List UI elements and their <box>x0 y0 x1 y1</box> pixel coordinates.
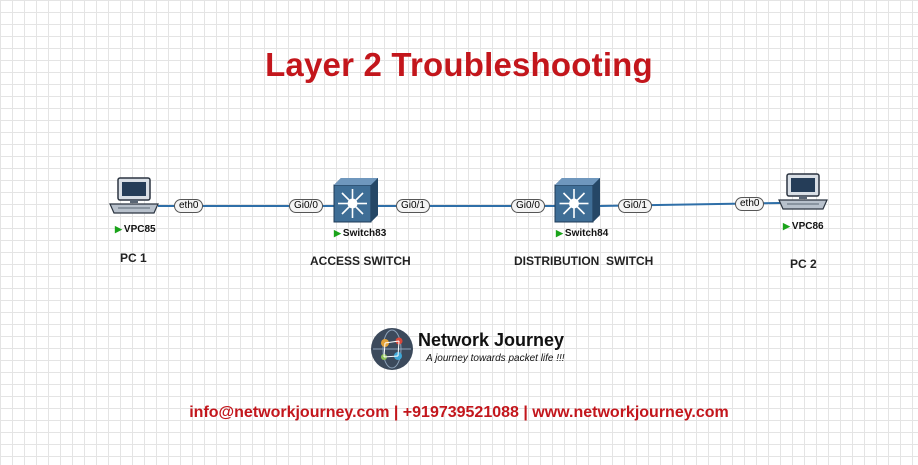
pc2-tag-text: VPC86 <box>791 221 824 232</box>
access-switch-tag: ▶Switch83 <box>334 228 386 239</box>
port-pc1-eth0: eth0 <box>174 199 204 213</box>
access-switch-tag-text: Switch83 <box>342 228 387 239</box>
pc1-tag: ▶VPC85 <box>115 224 156 235</box>
pc2-tag: ▶VPC86 <box>783 221 824 232</box>
globe-graphic <box>372 329 412 369</box>
port-pc2-eth0: eth0 <box>735 197 765 211</box>
distribution-switch-tag-text: Switch84 <box>564 228 609 239</box>
distribution-switch-icon[interactable] <box>554 178 600 223</box>
pc1-tag-text: VPC85 <box>123 224 156 235</box>
port-access-gi01: Gi0/1 <box>396 199 430 213</box>
access-switch-label: ACCESS SWITCH <box>310 254 411 268</box>
brand-logo: Network Journey A journey towards packet… <box>371 326 601 374</box>
pc1-label: PC 1 <box>120 251 147 265</box>
status-running-icon: ▶ <box>556 228 563 238</box>
distribution-switch-tag: ▶Switch84 <box>556 228 608 239</box>
brand-name: Network Journey <box>418 330 565 350</box>
pc1-icon[interactable] <box>109 177 159 214</box>
globe-icon <box>371 328 413 370</box>
contact-line[interactable]: info@networkjourney.com | +919739521088 … <box>189 404 729 421</box>
distribution-switch-label: DISTRIBUTION SWITCH <box>514 254 654 268</box>
port-access-gi00: Gi0/0 <box>289 199 323 213</box>
access-switch-icon[interactable] <box>333 178 378 223</box>
diagram-title: Layer 2 Troubleshooting <box>265 46 653 83</box>
port-distribution-gi00: Gi0/0 <box>511 199 545 213</box>
status-running-icon: ▶ <box>334 228 341 238</box>
pc2-label: PC 2 <box>790 257 817 271</box>
status-running-icon: ▶ <box>783 221 790 231</box>
brand-tagline: A journey towards packet life !!! <box>426 353 565 364</box>
port-distribution-gi01: Gi0/1 <box>618 199 652 213</box>
status-running-icon: ▶ <box>115 224 122 234</box>
pc2-icon[interactable] <box>778 173 828 210</box>
